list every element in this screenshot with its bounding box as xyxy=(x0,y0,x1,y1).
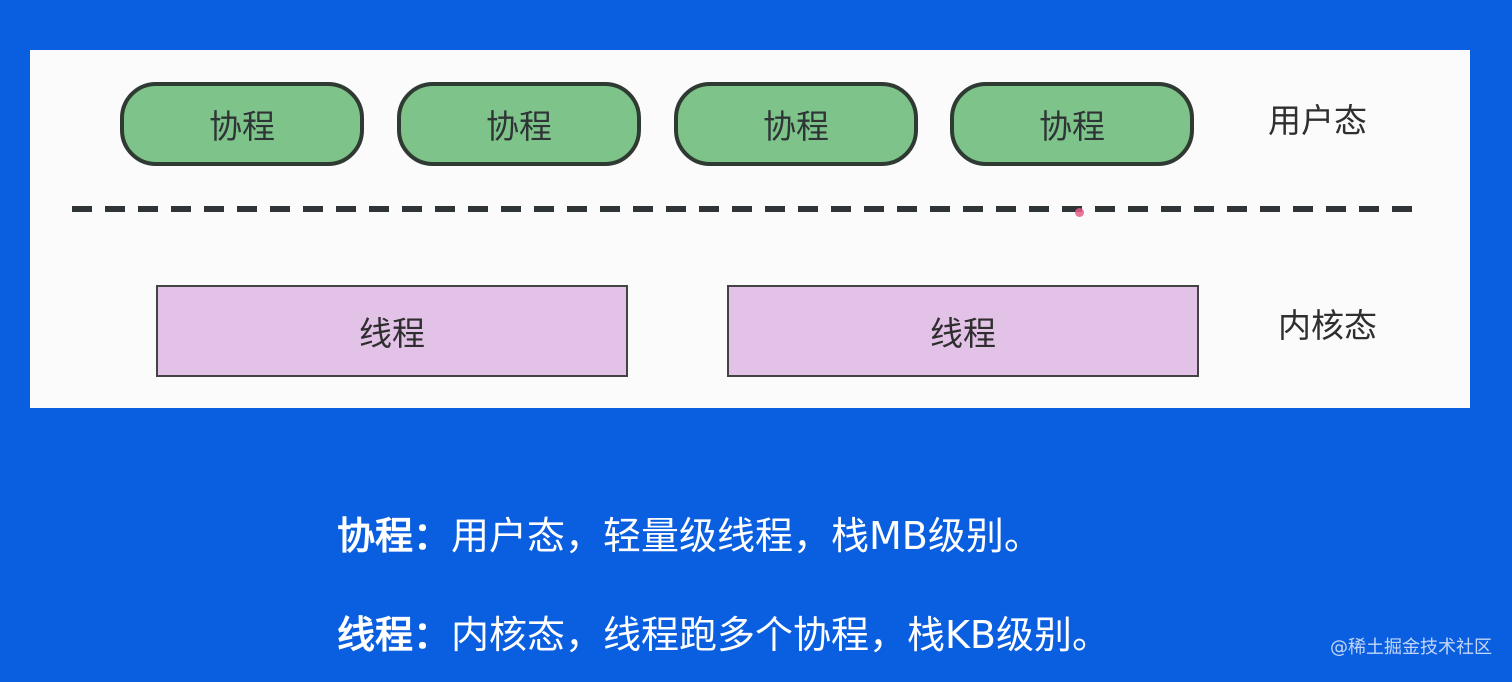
thread-caption: 线程：内核态，线程跑多个协程，栈KB级别。 xyxy=(337,616,1110,654)
coroutine-caption-term: 协程： xyxy=(337,514,452,558)
coroutine-label: 协程 xyxy=(1039,107,1105,146)
thread-box: 线程 xyxy=(156,285,628,377)
coroutine-label: 协程 xyxy=(209,107,275,146)
coroutine-caption: 协程：用户态，轻量级线程，栈MB级别。 xyxy=(337,517,1042,555)
thread-box: 线程 xyxy=(727,285,1199,377)
diagram-panel: 协程 协程 协程 协程 用户态 线程 线程 内核态 xyxy=(30,50,1470,408)
pointer-dot xyxy=(1075,208,1084,217)
coroutine-box: 协程 xyxy=(120,82,364,166)
coroutine-caption-text: 用户态，轻量级线程，栈MB级别。 xyxy=(451,514,1042,558)
thread-caption-term: 线程： xyxy=(337,613,452,657)
user-kernel-separator xyxy=(72,206,1412,212)
thread-caption-text: 内核态，线程跑多个协程，栈KB级别。 xyxy=(451,613,1111,657)
coroutine-label: 协程 xyxy=(486,107,552,146)
coroutine-box: 协程 xyxy=(950,82,1194,166)
kernel-mode-label: 内核态 xyxy=(1278,306,1377,345)
thread-label: 线程 xyxy=(359,314,425,353)
watermark: @稀土掘金技术社区 xyxy=(1330,637,1492,658)
user-mode-label: 用户态 xyxy=(1268,101,1367,140)
coroutine-box: 协程 xyxy=(674,82,918,166)
thread-label: 线程 xyxy=(930,314,996,353)
coroutine-box: 协程 xyxy=(397,82,641,166)
coroutine-label: 协程 xyxy=(763,107,829,146)
